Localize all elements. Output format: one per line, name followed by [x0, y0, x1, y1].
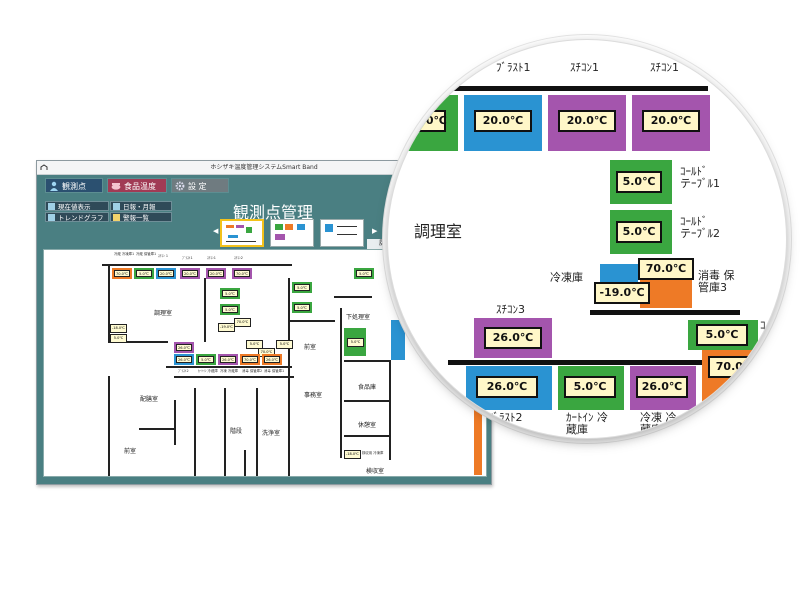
mag-sensor-frozen-fridge[interactable]: 26.0℃: [630, 366, 696, 410]
bar-chart-icon: [48, 214, 55, 221]
sensor-sterilizer-2[interactable]: 70.0℃: [240, 354, 260, 365]
gear-icon: [175, 181, 185, 191]
person-icon: [50, 181, 58, 191]
sensor-frozen-fridge[interactable]: 26.0℃: [218, 354, 238, 365]
screen-title: 観測点管理: [232, 203, 313, 222]
mag-wall-bottom: [448, 360, 786, 365]
sensor-top-3[interactable]: 20.0℃: [156, 268, 176, 279]
room-front-left: 前室: [124, 448, 137, 455]
sensor-right-2[interactable]: 5.0℃: [292, 302, 312, 313]
sensor-top-2[interactable]: 5.0℃: [134, 268, 154, 279]
right-blue-unit: [391, 320, 405, 360]
right-orange-unit: [474, 380, 482, 475]
mag-sensor-cart-in[interactable]: 5.0℃: [558, 366, 624, 410]
zoom-magnifier: ﾌﾞﾗｽﾄ1 ｽﾁｺﾝ1 ｽﾁｺﾝ1 3.0℃ 20.0℃ 20.0℃ 20.0…: [388, 40, 786, 438]
room-front-mid: 前室: [304, 344, 317, 351]
sensor-blast-2[interactable]: 26.0℃: [174, 354, 194, 365]
mag-wall-mid: [590, 310, 740, 315]
mag-wall-top: [388, 86, 708, 91]
current-value-button[interactable]: 現在値表示: [45, 201, 109, 211]
trend-graph-button[interactable]: トレンドグラフ: [45, 212, 109, 222]
sensor-steamcon-3[interactable]: 26.0℃: [174, 342, 194, 353]
room-stairs: 階段: [230, 428, 243, 435]
room-receiving: 検収室: [366, 468, 385, 475]
app-icon: [40, 164, 48, 170]
floor-thumbnails: [220, 219, 370, 247]
daily-report-button[interactable]: 日報・月報: [110, 201, 172, 211]
mag-sensor-cut[interactable]: 3.0℃: [408, 95, 458, 151]
window-title: ホシザキ温度管理システムSmart Band: [210, 164, 318, 171]
room-rest: 休憩室: [358, 422, 377, 429]
tab-bar: 観測点 食品温度 設 定: [37, 175, 491, 195]
sensor-bottom-top-4[interactable]: 5.0℃: [276, 340, 293, 349]
warning-icon: [113, 214, 120, 221]
edit-icon: [48, 203, 55, 210]
mag-sensor-cold-table-1[interactable]: 5.0℃: [610, 160, 672, 204]
room-office: 事務室: [304, 392, 323, 399]
floor-thumbnail-3[interactable]: [320, 219, 364, 247]
mag-sensor-right-top[interactable]: 5.0℃: [688, 320, 758, 350]
mag-sensor-steamcon-3[interactable]: 26.0℃: [474, 318, 552, 358]
sensor-bottom-top-2[interactable]: 5.0℃: [246, 340, 263, 349]
room-prep: 下処理室: [346, 314, 371, 321]
sensor-right-1[interactable]: 5.0℃: [292, 282, 312, 293]
sensor-sterilizer-3[interactable]: 70.0℃: [234, 318, 251, 327]
room-kitchen: 調理室: [154, 310, 173, 317]
room-washroom: 洗浄室: [262, 430, 281, 437]
mag-sensor-blast-1[interactable]: 20.0℃: [464, 95, 542, 151]
tab-food-temperature[interactable]: 食品温度: [107, 178, 167, 193]
mag-sensor-steamcon-1b[interactable]: 20.0℃: [632, 95, 710, 151]
mag-sensor-freezer[interactable]: -19.0℃: [594, 282, 650, 304]
mag-sensor-cold-table-2[interactable]: 5.0℃: [610, 210, 672, 254]
floor-thumbnail-1[interactable]: [220, 219, 264, 247]
sensor-right-3[interactable]: 5.0℃: [354, 268, 374, 279]
mag-sensor-sterilizer[interactable]: 70.0℃: [702, 350, 772, 410]
sensor-top-1[interactable]: 70.0℃: [112, 268, 132, 279]
sensor-top-6[interactable]: 70.0℃: [232, 268, 252, 279]
room-caption: 厨房1: [367, 239, 397, 249]
sensor-sterilizer-1[interactable]: 26.0℃: [262, 354, 282, 365]
mag-room-kitchen: 調理室: [414, 222, 463, 241]
sensor-freezer[interactable]: -19.0℃: [218, 323, 235, 332]
thumbnail-prev-arrow-icon[interactable]: ◀: [213, 227, 219, 235]
thumbnail-next-arrow-icon[interactable]: ▶: [372, 227, 378, 235]
alarm-list-button[interactable]: 警報一覧: [110, 212, 172, 222]
mag-sensor-steamcon-1a[interactable]: 20.0℃: [548, 95, 626, 151]
sensor-cart-in[interactable]: 5.0℃: [196, 354, 216, 365]
sensor-receiving[interactable]: -18.0℃: [344, 450, 361, 459]
food-icon: [111, 183, 121, 190]
mag-sensor-sterilizer-3[interactable]: 70.0℃: [638, 258, 694, 280]
room-serving: 配膳室: [140, 396, 159, 403]
tab-settings[interactable]: 設 定: [171, 178, 229, 193]
sensor-left-1[interactable]: -18.0℃: [110, 324, 127, 333]
sensor-cold-table-2[interactable]: 5.0℃: [220, 304, 240, 315]
sensor-left-2[interactable]: 5.0℃: [110, 334, 127, 343]
mag-sensor-blast-2[interactable]: 26.0℃: [466, 366, 552, 410]
sensor-top-4[interactable]: 20.0℃: [180, 268, 200, 279]
floor-thumbnail-2[interactable]: [270, 219, 314, 247]
title-bar: ホシザキ温度管理システムSmart Band: [37, 161, 491, 175]
mag-freezer-unit: [600, 264, 638, 286]
sensor-top-5[interactable]: 20.0℃: [206, 268, 226, 279]
document-icon: [113, 203, 120, 210]
tab-observation-point[interactable]: 観測点: [45, 178, 103, 193]
sensor-cold-table-1[interactable]: 5.0℃: [220, 288, 240, 299]
room-food-storage: 食品庫: [358, 384, 377, 391]
front-room-green-unit[interactable]: 5.0℃: [344, 328, 366, 356]
